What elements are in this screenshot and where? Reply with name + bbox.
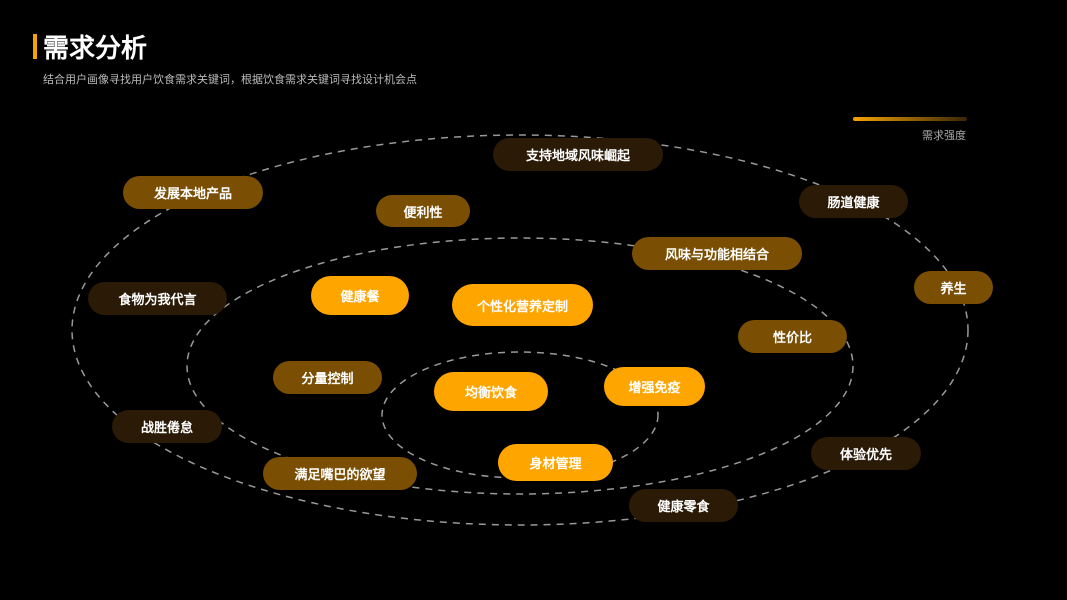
middle-ring bbox=[186, 237, 854, 495]
intensity-gradient-bar bbox=[853, 117, 967, 121]
keyword-pill: 身材管理 bbox=[498, 444, 613, 481]
intensity-legend-label: 需求强度 bbox=[922, 129, 966, 142]
keyword-pill: 支持地域风味崛起 bbox=[493, 138, 663, 171]
keyword-pill: 战胜倦怠 bbox=[112, 410, 222, 443]
keyword-pill: 个性化营养定制 bbox=[452, 284, 593, 326]
page-title: 需求分析 bbox=[43, 34, 148, 64]
keyword-pill: 均衡饮食 bbox=[434, 372, 548, 411]
keyword-pill: 体验优先 bbox=[811, 437, 921, 470]
keyword-pill: 增强免疫 bbox=[604, 367, 705, 406]
keyword-pill: 健康餐 bbox=[311, 276, 409, 315]
keyword-pill: 分量控制 bbox=[273, 361, 382, 394]
keyword-pill: 满足嘴巴的欲望 bbox=[263, 457, 417, 490]
keyword-pill: 性价比 bbox=[738, 320, 847, 353]
keyword-pill: 养生 bbox=[914, 271, 993, 304]
keyword-pill: 风味与功能相结合 bbox=[632, 237, 802, 270]
keyword-pill: 健康零食 bbox=[629, 489, 738, 522]
keyword-pill: 便利性 bbox=[376, 195, 470, 227]
keyword-pill: 肠道健康 bbox=[799, 185, 908, 218]
outer-ring bbox=[71, 134, 969, 526]
inner-ring bbox=[381, 351, 659, 479]
keyword-pill: 发展本地产品 bbox=[123, 176, 263, 209]
page-subtitle: 结合用户画像寻找用户饮食需求关键词，根据饮食需求关键词寻找设计机会点 bbox=[43, 73, 417, 86]
keyword-pill: 食物为我代言 bbox=[88, 282, 227, 315]
title-accent-bar bbox=[33, 34, 37, 59]
